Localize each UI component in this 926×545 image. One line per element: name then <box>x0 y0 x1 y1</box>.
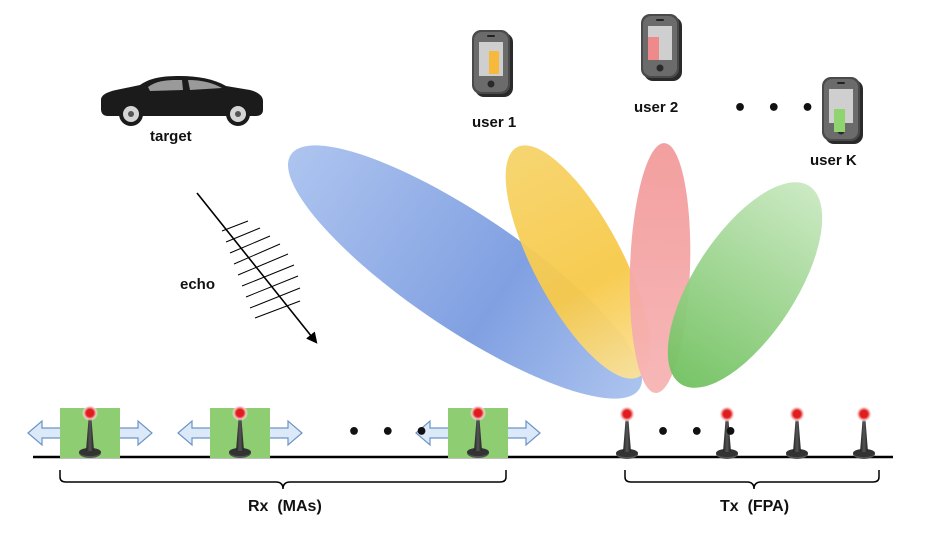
target-label: target <box>150 128 192 145</box>
car-icon <box>101 76 263 126</box>
antenna-icon <box>616 406 638 459</box>
tx-ellipsis: • • • <box>656 420 744 445</box>
movable-antenna[interactable] <box>415 405 541 459</box>
users-ellipsis: • • • <box>733 96 821 121</box>
user-2-label: user 2 <box>634 99 679 116</box>
movable-antenna[interactable] <box>177 405 303 459</box>
antenna-icon <box>786 406 808 459</box>
smartphone-icon <box>472 30 513 97</box>
tx-brace <box>624 470 880 490</box>
rx-brace <box>59 470 507 490</box>
echo-wave <box>196 192 318 344</box>
rx-label: Rx (MAs) <box>248 498 322 515</box>
beam-user-1 <box>505 145 651 379</box>
beam-user-k <box>667 182 823 388</box>
user-k-label: user K <box>810 152 857 169</box>
smartphone-icon <box>822 77 863 144</box>
echo-label: echo <box>180 276 216 293</box>
beam-target <box>288 145 642 399</box>
tx-label: Tx (FPA) <box>720 498 790 515</box>
user-1-label: user 1 <box>472 114 517 131</box>
antenna-icon <box>853 406 875 459</box>
smartphone-icon <box>641 14 682 81</box>
movable-antenna[interactable] <box>27 405 153 459</box>
rx-ellipsis: • • • <box>347 420 435 445</box>
